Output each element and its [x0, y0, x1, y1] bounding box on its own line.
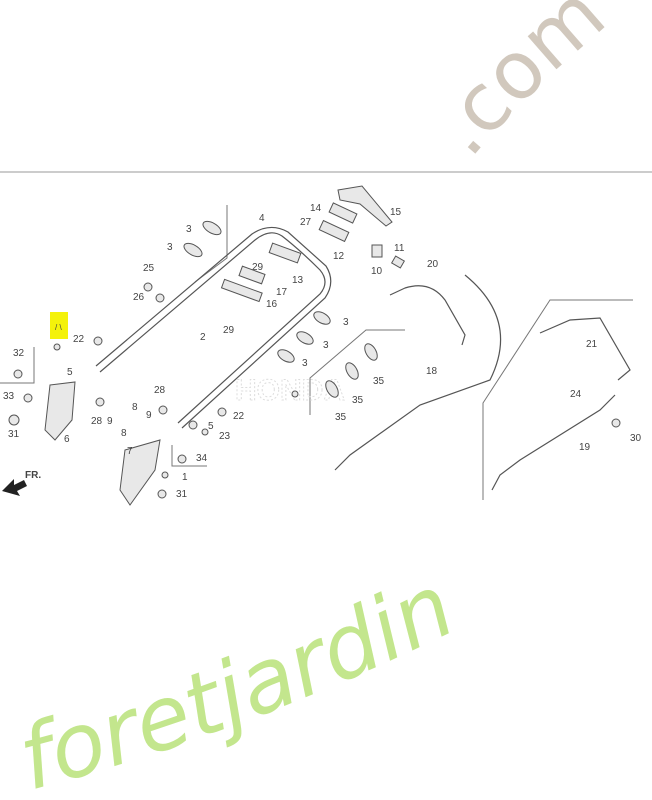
callout: 6 — [64, 434, 70, 445]
parts — [8, 185, 631, 506]
callout: 2 — [200, 332, 206, 343]
callout: 29 — [223, 325, 235, 336]
callout: 15 — [390, 207, 402, 218]
highlight-marker — [50, 312, 68, 339]
callout: 11 — [394, 243, 405, 254]
callout: 30 — [630, 433, 642, 444]
callout: 31 — [8, 429, 20, 440]
callout: 20 — [427, 259, 439, 270]
callout: 32 — [13, 348, 25, 359]
callout: 23 — [219, 431, 231, 442]
callout: 13 — [292, 275, 304, 286]
callout: 17 — [276, 287, 288, 298]
front-direction-arrow: FR. — [2, 470, 41, 496]
callout: 35 — [373, 376, 385, 387]
callout: 5 — [208, 421, 214, 432]
callout: 26 — [133, 292, 145, 303]
handle-pipe — [95, 226, 332, 429]
callout: 19 — [579, 442, 591, 453]
callout: 22 — [73, 334, 85, 345]
front-direction-label: FR. — [25, 470, 41, 481]
callout: 9 — [146, 410, 152, 421]
watermark-text-green: foretjardin — [9, 554, 469, 800]
callout: 35 — [352, 395, 364, 406]
watermark-grey: .com — [414, 0, 623, 172]
callout: 3 — [323, 340, 329, 351]
callout: 3 — [167, 242, 173, 253]
callout: 27 — [300, 217, 312, 228]
highlight-mark-text: / \ — [55, 323, 62, 332]
callout: 18 — [426, 366, 438, 377]
callout-labels: 3 3 4 27 14 15 12 29 13 17 16 29 2 25 26… — [3, 203, 642, 500]
callout: 3 — [302, 358, 308, 369]
callout: 34 — [196, 453, 208, 464]
callout: 12 — [333, 251, 345, 262]
callout: 1 — [182, 472, 188, 483]
callout: 24 — [570, 389, 582, 400]
callout: 35 — [335, 412, 347, 423]
callout: 33 — [3, 391, 15, 402]
callout: 5 — [67, 367, 73, 378]
callout: 4 — [259, 213, 265, 224]
callout: 29 — [252, 262, 264, 273]
callout: 9 — [107, 416, 113, 427]
callout: 22 — [233, 411, 245, 422]
section-frames — [0, 205, 633, 500]
callout: 3 — [186, 224, 192, 235]
callout: 8 — [121, 428, 127, 439]
callout: 16 — [266, 299, 278, 310]
callout: 21 — [586, 339, 598, 350]
callout: 10 — [371, 266, 383, 277]
callout: 28 — [91, 416, 103, 427]
callout: 31 — [176, 489, 188, 500]
callout: 25 — [143, 263, 155, 274]
callout: 7 — [127, 446, 133, 457]
callout: 28 — [154, 385, 166, 396]
callout: 3 — [343, 317, 349, 328]
watermark-text-grey: .com — [414, 0, 623, 172]
watermark-green: foretjardin — [9, 554, 469, 800]
callout: 8 — [132, 402, 138, 413]
callout: 14 — [310, 203, 322, 214]
